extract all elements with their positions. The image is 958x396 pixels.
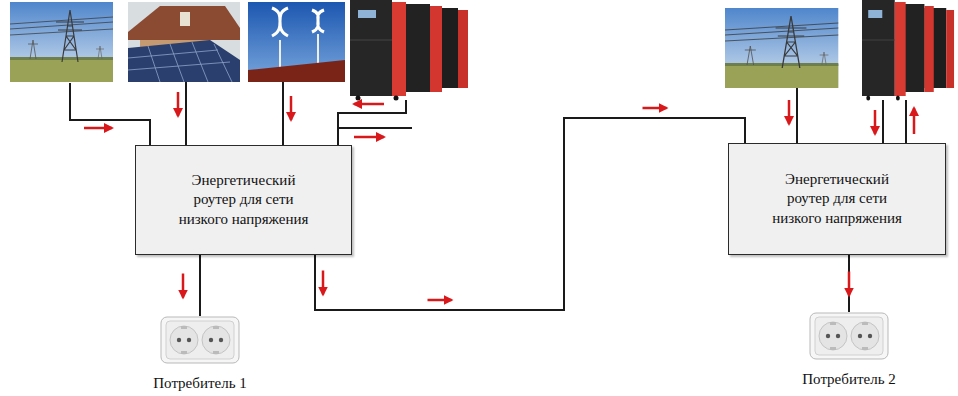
flow-arrow bbox=[643, 107, 667, 110]
connector-line bbox=[848, 255, 850, 312]
socket-icon bbox=[809, 312, 889, 360]
connector-line bbox=[315, 118, 745, 310]
router-box: Энергетический роутер для сети низкого н… bbox=[728, 143, 946, 255]
flow-arrow bbox=[182, 274, 185, 298]
router-box: Энергетический роутер для сети низкого н… bbox=[135, 145, 352, 255]
connector bbox=[849, 255, 850, 312]
flow-arrow bbox=[322, 271, 325, 295]
flow-arrow bbox=[84, 92, 914, 137]
consumer-label: Потребитель 1 bbox=[151, 374, 249, 394]
consumer-label: Потребитель 2 bbox=[800, 370, 898, 390]
source-wire bbox=[70, 82, 906, 145]
solar-house-picture bbox=[128, 2, 240, 82]
connector bbox=[315, 108, 745, 310]
wind-turbine-picture bbox=[248, 2, 345, 82]
connector bbox=[183, 255, 200, 316]
flow-arrow bbox=[848, 272, 851, 296]
connector-line bbox=[199, 255, 201, 316]
consumer-node: Потребитель 2 bbox=[800, 312, 898, 390]
text-block: Энергетический роутер для сети низкого н… bbox=[767, 170, 907, 229]
flow-arrow bbox=[428, 299, 452, 302]
socket-icon bbox=[160, 316, 240, 364]
consumer-node: Потребитель 1 bbox=[151, 316, 249, 394]
text-block: Энергетический роутер для сети низкого н… bbox=[174, 171, 314, 230]
router-label: Энергетический роутер для сети низкого н… bbox=[174, 171, 314, 230]
router-label: Энергетический роутер для сети низкого н… bbox=[767, 170, 907, 229]
